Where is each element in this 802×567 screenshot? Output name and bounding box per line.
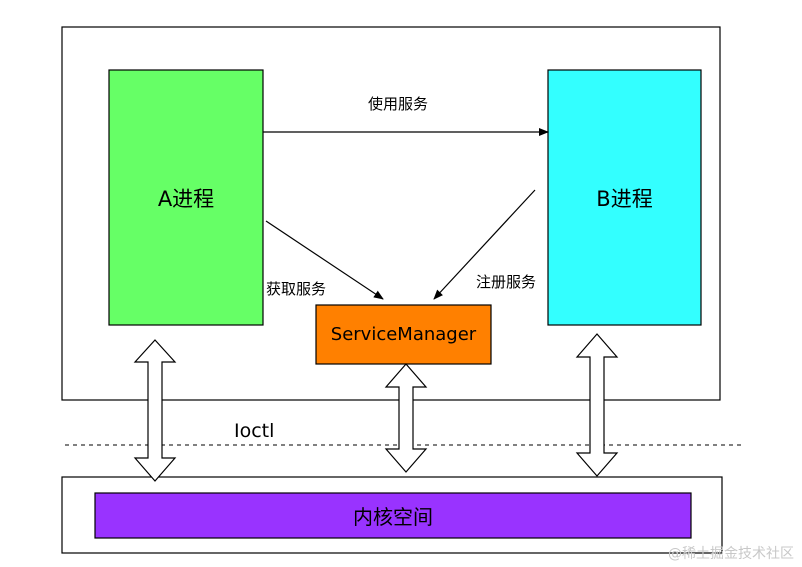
get-service-label: 获取服务 xyxy=(266,280,327,298)
arrow-get-service xyxy=(265,220,384,300)
process-b-box[interactable] xyxy=(547,69,702,326)
arrow-register-service xyxy=(433,189,536,300)
double-arrow-sm-kernel xyxy=(384,363,428,473)
kernel-space-box[interactable] xyxy=(94,492,692,539)
double-arrow-b-kernel xyxy=(575,333,619,477)
ioctl-label: Ioctl xyxy=(234,420,275,442)
watermark: @稀土掘金技术社区 xyxy=(668,546,794,562)
double-arrow-a-kernel xyxy=(133,339,177,482)
process-a-box[interactable] xyxy=(108,69,264,326)
use-service-label: 使用服务 xyxy=(368,95,429,113)
register-service-label: 注册服务 xyxy=(476,273,537,291)
service-manager-box[interactable] xyxy=(315,304,492,365)
